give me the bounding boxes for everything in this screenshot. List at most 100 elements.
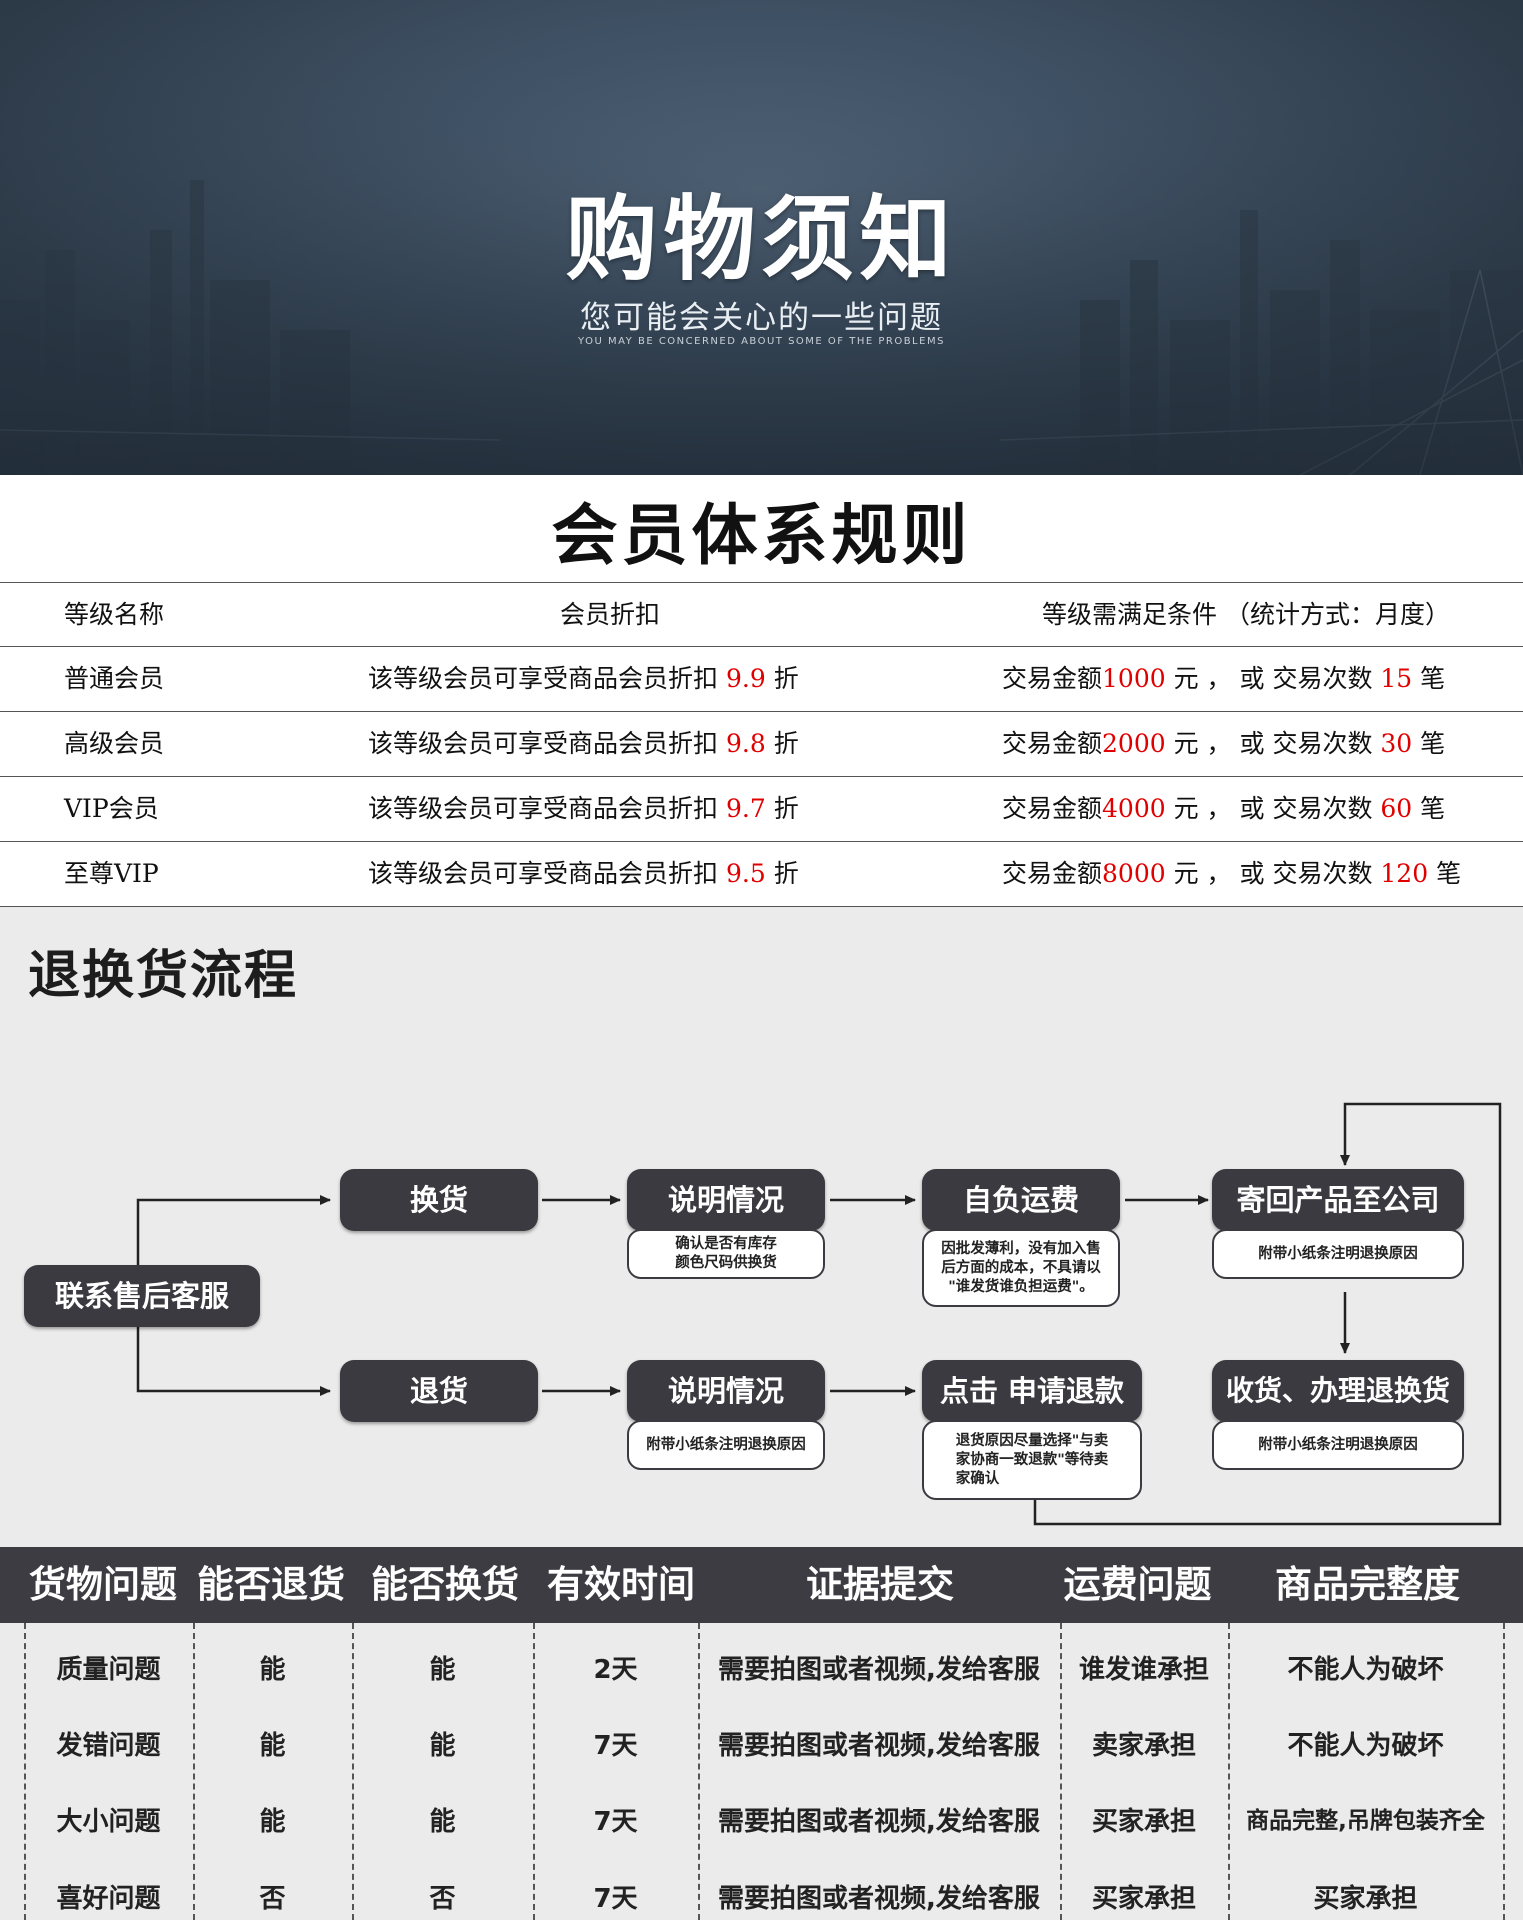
amount-unit: 元 ， 或 <box>1173 664 1273 693</box>
col-divider <box>1060 1623 1062 1920</box>
level-name: 普通会员 <box>64 664 165 693</box>
discount-prefix: 该等级会员可享受商品会员折扣 <box>368 729 719 758</box>
discount-unit: 折 <box>773 729 799 758</box>
issue-cell: 大小问题 <box>56 1807 161 1837</box>
issue-cell: 能 <box>259 1807 286 1837</box>
count-unit: 笔 <box>1420 794 1446 823</box>
membership-bottom-divider <box>0 906 1523 907</box>
discount-prefix: 该等级会员可享受商品会员折扣 <box>368 794 719 823</box>
issue-cell: 发错问题 <box>56 1731 161 1761</box>
note-explain-bottom: 附带小纸条注明退换原因 <box>627 1420 825 1470</box>
issue-cell: 不能人为破坏 <box>1287 1655 1444 1685</box>
count-label: 交易次数 <box>1272 664 1373 693</box>
count-value: 30 <box>1380 729 1413 758</box>
issue-cell: 7天 <box>593 1731 638 1761</box>
condition-text: 交易金额2000 元 ， 或 交易次数 30 笔 <box>1002 712 1445 776</box>
note-send-back: 附带小纸条注明退换原因 <box>1212 1229 1464 1279</box>
node-explain-top: 说明情况 <box>627 1169 825 1231</box>
discount-text: 该等级会员可享受商品会员折扣 9.7 折 <box>368 777 799 841</box>
discount-unit: 折 <box>773 664 799 693</box>
condition-text: 交易金额4000 元 ， 或 交易次数 60 笔 <box>1002 777 1445 841</box>
issues-header-cargo: 货物问题 <box>29 1563 177 1606</box>
discount-text: 该等级会员可享受商品会员折扣 9.5 折 <box>368 842 799 906</box>
issue-cell: 质量问题 <box>56 1655 161 1685</box>
header-condition: 等级需满足条件 （统计方式：月度） <box>1042 600 1450 629</box>
issue-cell: 买家承担 <box>1091 1807 1196 1837</box>
issue-cell: 7天 <box>593 1807 638 1837</box>
condition-text: 交易金额8000 元 ， 或 交易次数 120 笔 <box>1002 842 1461 906</box>
membership-row: 普通会员 该等级会员可享受商品会员折扣 9.9 折 交易金额1000 元 ， 或 交… <box>0 646 1523 711</box>
amount-label: 交易金额 <box>1002 859 1103 888</box>
issues-header-integrity: 商品完整度 <box>1275 1563 1460 1606</box>
count-unit: 笔 <box>1436 859 1462 888</box>
count-unit: 笔 <box>1420 664 1446 693</box>
hero-title: 购物须知 <box>565 186 958 293</box>
amount-label: 交易金额 <box>1002 794 1103 823</box>
membership-header-row: 等级名称 会员折扣 等级需满足条件 （统计方式：月度） <box>0 582 1523 647</box>
node-return: 退货 <box>340 1360 538 1422</box>
count-label: 交易次数 <box>1272 859 1373 888</box>
issue-cell: 2天 <box>593 1655 638 1685</box>
count-label: 交易次数 <box>1272 729 1373 758</box>
membership-title: 会员体系规则 <box>551 496 972 574</box>
col-divider <box>193 1623 195 1920</box>
note-receive-process: 附带小纸条注明退换原因 <box>1212 1420 1464 1470</box>
hero-banner: 购物须知 您可能会关心的一些问题 YOU MAY BE CONCERNED AB… <box>0 0 1523 475</box>
amount-value: 4000 <box>1102 794 1166 823</box>
issue-cell: 需要拍图或者视频,发给客服 <box>718 1655 1040 1685</box>
header-level: 等级名称 <box>64 600 165 629</box>
col-divider <box>1503 1623 1505 1920</box>
issue-cell: 能 <box>429 1807 456 1837</box>
flow-connectors <box>136 1102 1502 1526</box>
note-self-pay-shipping: 因批发薄利，没有加入售 后方面的成本，不具请以 "谁发货谁负担运费"。 <box>922 1229 1120 1307</box>
amount-value: 2000 <box>1102 729 1166 758</box>
issue-cell: 谁发谁承担 <box>1078 1655 1209 1685</box>
return-exchange-flow: 退换货流程 联系售后客服 换货 说明情况 确认是否有库存 颜色尺码供换货 自负运… <box>0 907 1523 1547</box>
issues-table: 货物问题 能否退货 能否换货 有效时间 证据提交 运费问题 商品完整度 质量问题… <box>0 1547 1523 1920</box>
issue-cell: 商品完整,吊牌包装齐全 <box>1246 1808 1485 1834</box>
issue-cell: 需要拍图或者视频,发给客服 <box>718 1807 1040 1837</box>
level-name: 至尊VIP <box>64 859 159 888</box>
issues-header-evidence: 证据提交 <box>806 1563 954 1606</box>
level-name: 高级会员 <box>64 729 165 758</box>
issues-header-row: 货物问题 能否退货 能否换货 有效时间 证据提交 运费问题 商品完整度 <box>0 1547 1523 1623</box>
issues-header-exchange: 能否换货 <box>371 1563 519 1606</box>
condition-text: 交易金额1000 元 ， 或 交易次数 15 笔 <box>1002 647 1445 711</box>
node-contact-service: 联系售后客服 <box>24 1265 260 1327</box>
discount-value: 9.9 <box>725 664 766 693</box>
node-self-pay-shipping: 自负运费 <box>922 1169 1120 1231</box>
amount-label: 交易金额 <box>1002 729 1103 758</box>
col-divider <box>352 1623 354 1920</box>
level-name: VIP会员 <box>64 794 159 823</box>
issue-cell: 买家承担 <box>1313 1884 1418 1914</box>
amount-value: 1000 <box>1102 664 1166 693</box>
issue-cell: 需要拍图或者视频,发给客服 <box>718 1731 1040 1761</box>
membership-row: 高级会员该等级会员可享受商品会员折扣 9.8 折交易金额2000 元 ， 或 交… <box>0 711 1523 776</box>
issues-header-shipping: 运费问题 <box>1063 1563 1212 1606</box>
col-divider <box>1228 1623 1230 1920</box>
amount-label: 交易金额 <box>1002 664 1103 693</box>
issue-cell: 卖家承担 <box>1091 1731 1196 1761</box>
col-divider <box>24 1623 26 1920</box>
count-unit: 笔 <box>1420 729 1446 758</box>
node-exchange: 换货 <box>340 1169 538 1231</box>
issue-cell: 否 <box>259 1884 286 1914</box>
amount-value: 8000 <box>1102 859 1166 888</box>
discount-value: 9.5 <box>725 859 766 888</box>
issue-cell: 喜好问题 <box>56 1884 161 1914</box>
discount-value: 9.7 <box>725 794 766 823</box>
count-value: 15 <box>1380 664 1413 693</box>
issue-cell: 否 <box>429 1884 456 1914</box>
issue-cell: 需要拍图或者视频,发给客服 <box>718 1884 1040 1914</box>
discount-unit: 折 <box>773 859 799 888</box>
count-label: 交易次数 <box>1272 794 1373 823</box>
node-receive-process: 收货、办理退换货 <box>1212 1360 1464 1422</box>
membership-row: 至尊VIP 该等级会员可享受商品会员折扣 9.5 折 交易金额8000 元 ， 或 … <box>0 841 1523 906</box>
issue-cell: 买家承担 <box>1091 1884 1196 1914</box>
note-explain-top: 确认是否有库存 颜色尺码供换货 <box>627 1229 825 1279</box>
node-apply-refund: 点击 申请退款 <box>922 1360 1142 1422</box>
issue-cell: 能 <box>429 1731 456 1761</box>
city-skyline-background <box>0 0 1523 475</box>
discount-prefix: 该等级会员可享受商品会员折扣 <box>368 664 719 693</box>
discount-text: 该等级会员可享受商品会员折扣 9.9 折 <box>368 647 799 711</box>
